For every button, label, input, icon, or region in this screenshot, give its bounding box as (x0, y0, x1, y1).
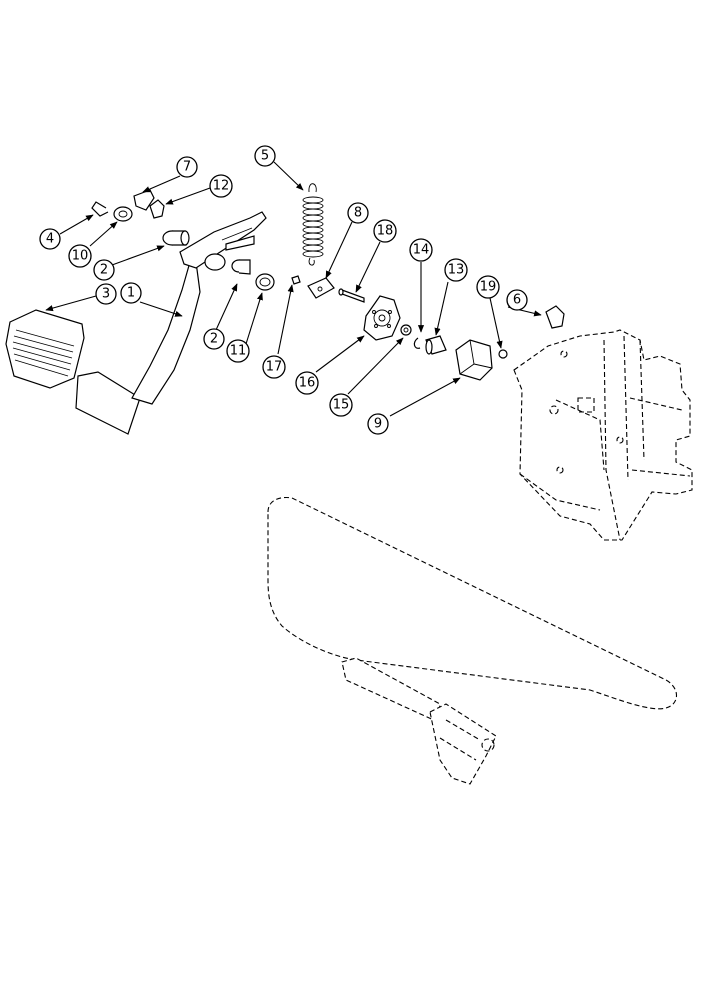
callout-3: 3 (95, 283, 117, 305)
pedal-arm (75, 211, 267, 435)
callout-4-label: 4 (46, 232, 54, 247)
callout-2a-label: 2 (100, 263, 108, 278)
callout-1-label: 1 (127, 286, 135, 301)
callout-17: 17 (262, 355, 286, 379)
washer-15 (400, 324, 412, 336)
callout-19: 19 (476, 275, 500, 299)
callout-13: 13 (444, 258, 468, 282)
clip-14 (413, 337, 421, 349)
callout-2b: 2 (203, 328, 225, 350)
callout-2a: 2 (93, 259, 115, 281)
spring-5 (302, 183, 324, 266)
callout-19-label: 19 (480, 280, 497, 295)
callout-9: 9 (367, 413, 389, 435)
callout-18-label: 18 (377, 224, 394, 239)
leader-lines (45, 161, 542, 417)
callout-5: 5 (254, 145, 276, 167)
clip-4 (91, 201, 109, 217)
pin-13 (425, 335, 447, 355)
plate-8 (307, 277, 335, 299)
callout-10: 10 (68, 244, 92, 268)
callout-9-label: 9 (374, 417, 382, 432)
hub-16 (363, 295, 401, 341)
callout-3-label: 3 (102, 287, 110, 302)
callout-8-label: 8 (354, 206, 362, 221)
bolt-18 (338, 288, 365, 303)
callout-12-label: 12 (213, 179, 230, 194)
pedal-pad (5, 309, 85, 389)
callout-7: 7 (176, 156, 198, 178)
fitting-6 (545, 305, 565, 329)
callout-15: 15 (329, 393, 353, 417)
callout-16-label: 16 (299, 376, 316, 391)
callout-14: 14 (409, 238, 433, 262)
cable-assembly (267, 496, 678, 785)
clip-17 (291, 275, 301, 285)
callout-15-label: 15 (333, 398, 350, 413)
bushing-2b (231, 259, 251, 275)
callout-11-label: 11 (230, 344, 247, 359)
callout-18: 18 (373, 219, 397, 243)
bushing-2a (162, 230, 190, 246)
switch-9 (455, 339, 493, 381)
callout-8: 8 (347, 202, 369, 224)
callout-16: 16 (295, 371, 319, 395)
callout-7-label: 7 (183, 160, 191, 175)
support-bracket (513, 329, 693, 541)
callout-2b-label: 2 (210, 332, 218, 347)
callout-17-label: 17 (266, 360, 283, 375)
fitting-12 (149, 199, 165, 219)
callout-14-label: 14 (413, 243, 430, 258)
callout-4: 4 (39, 228, 61, 250)
washer-10 (113, 206, 133, 222)
washer-11 (255, 273, 275, 291)
callout-13-label: 13 (448, 263, 465, 278)
callout-6: 6 (506, 289, 528, 311)
callout-1: 1 (120, 282, 142, 304)
callout-10-label: 10 (72, 249, 89, 264)
callout-5-label: 5 (261, 149, 269, 164)
callout-6-label: 6 (513, 293, 521, 308)
callout-12: 12 (209, 174, 233, 198)
nut-19 (498, 349, 508, 359)
callout-11: 11 (226, 339, 250, 363)
